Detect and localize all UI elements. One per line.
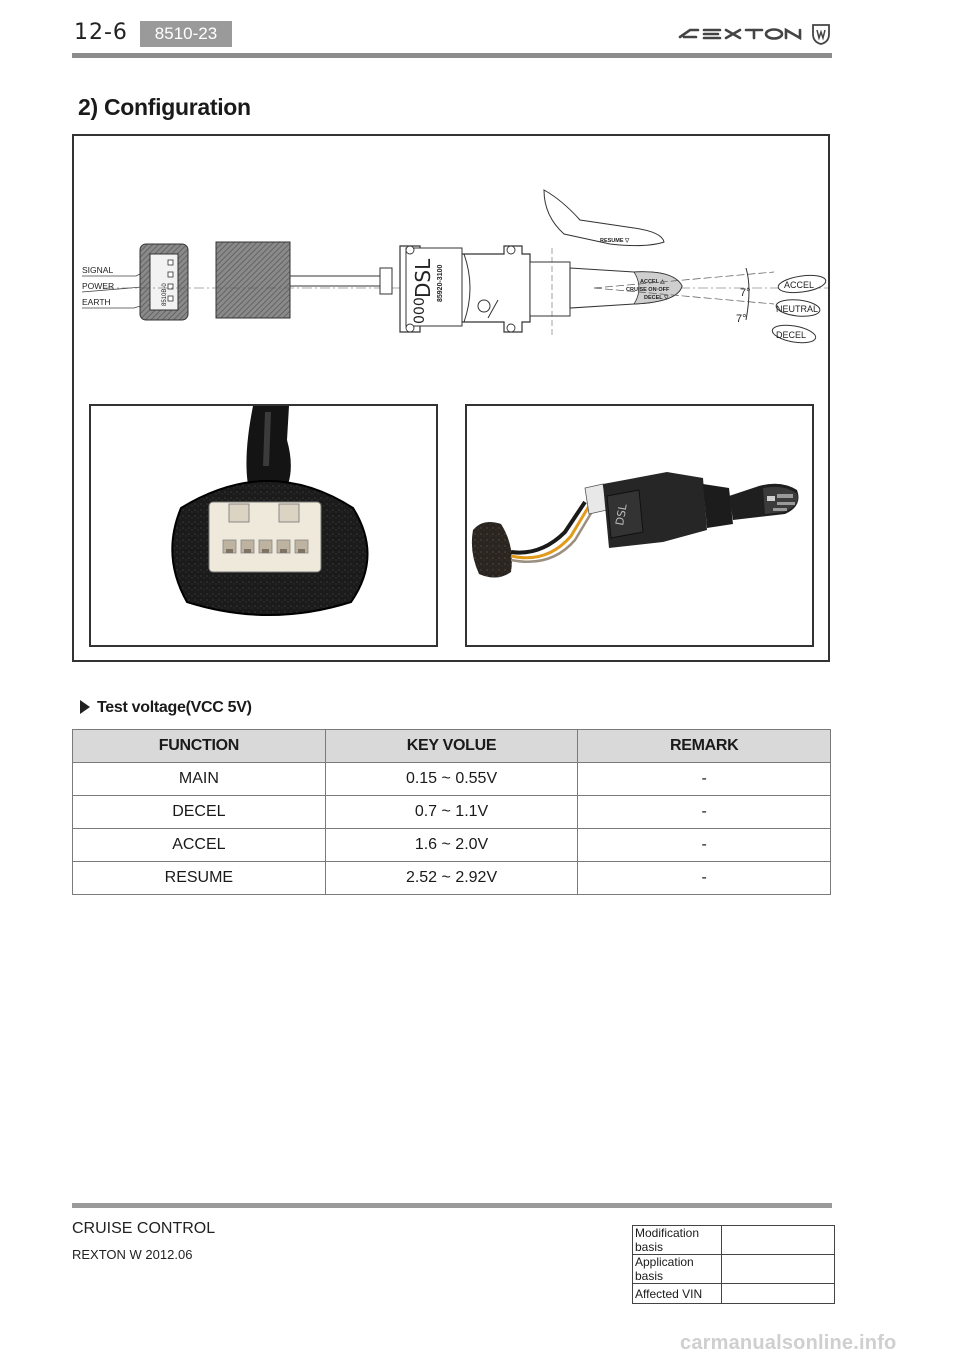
cell-key-value: 0.7 ~ 1.1V bbox=[324, 795, 579, 829]
basis-label: Application basis bbox=[632, 1254, 722, 1284]
cell-key-value: 1.6 ~ 2.0V bbox=[324, 828, 579, 862]
table-row: ACCEL 1.6 ~ 2.0V - bbox=[72, 828, 831, 862]
cell-function: RESUME bbox=[72, 861, 326, 895]
watermark-text: carmanualsonline.info bbox=[680, 1332, 897, 1354]
cell-key-value: 0.15 ~ 0.55V bbox=[324, 762, 579, 796]
pin-label-power: POWER bbox=[82, 281, 114, 291]
triangle-bullet-icon bbox=[80, 700, 90, 714]
basis-row: Application basis bbox=[632, 1254, 835, 1284]
page-number: 12-6 bbox=[74, 20, 128, 45]
ssangyong-emblem-icon bbox=[812, 24, 830, 45]
cell-remark: - bbox=[577, 795, 831, 829]
switch-assembly-photo-icon: DSL bbox=[471, 472, 799, 578]
basis-table: Modification basis Application basis Aff… bbox=[632, 1225, 835, 1304]
cell-function: MAIN bbox=[72, 762, 326, 796]
table-row: RESUME 2.52 ~ 2.92V - bbox=[72, 861, 831, 895]
cell-key-value: 2.52 ~ 2.92V bbox=[324, 861, 579, 895]
position-accel: ACCEL bbox=[784, 280, 814, 290]
pin-label-earth: EARTH bbox=[82, 297, 111, 307]
cell-remark: - bbox=[577, 828, 831, 862]
position-decel: DECEL bbox=[776, 330, 806, 340]
lever-accel-label: ACCEL △ bbox=[640, 278, 665, 285]
cell-function: DECEL bbox=[72, 795, 326, 829]
table-row: MAIN 0.15 ~ 0.55V - bbox=[72, 762, 831, 796]
switch-line-diagram: SIGNAL POWER EARTH 8510B-0 DSL 85920-310… bbox=[81, 189, 828, 344]
test-voltage-table: FUNCTION KEY VOLUE REMARK MAIN 0.15 ~ 0.… bbox=[72, 729, 831, 895]
table-header-row: FUNCTION KEY VOLUE REMARK bbox=[72, 729, 831, 763]
cell-function: ACCEL bbox=[72, 828, 326, 862]
section-code-badge: 8510-23 bbox=[140, 21, 232, 47]
column-header-function: FUNCTION bbox=[72, 729, 326, 763]
switch-brand-text: DSL bbox=[411, 258, 435, 298]
connector-photo-icon bbox=[171, 406, 369, 616]
footer-rule bbox=[72, 1203, 832, 1208]
basis-value bbox=[721, 1283, 835, 1304]
switch-assembly-photo: DSL bbox=[465, 404, 814, 647]
basis-row: Modification basis bbox=[632, 1225, 835, 1255]
configuration-figure: SIGNAL POWER EARTH 8510B-0 DSL 85920-310… bbox=[72, 134, 830, 662]
rexton-logo-icon bbox=[678, 27, 802, 41]
position-neutral: NEUTRAL bbox=[776, 304, 818, 314]
basis-label: Modification basis bbox=[632, 1225, 722, 1255]
photo-brand-text: DSL bbox=[613, 502, 630, 526]
header-rule bbox=[72, 53, 832, 58]
column-header-remark: REMARK bbox=[577, 729, 831, 763]
basis-value bbox=[721, 1254, 835, 1284]
lever-cruise-label: CRUISE ON·OFF bbox=[626, 287, 670, 293]
pin-label-signal: SIGNAL bbox=[82, 265, 113, 275]
table-row: DECEL 0.7 ~ 1.1V - bbox=[72, 795, 831, 829]
lever-decel-label: DECEL ▽ bbox=[644, 295, 669, 301]
section-title: 2) Configuration bbox=[78, 94, 251, 120]
angle-label-bottom: 7° bbox=[736, 313, 747, 325]
footer-model: REXTON W 2012.06 bbox=[72, 1247, 193, 1262]
switch-code-text: 000 bbox=[412, 297, 428, 324]
test-voltage-heading: Test voltage(VCC 5V) bbox=[80, 699, 252, 717]
footer-section-title: CRUISE CONTROL bbox=[72, 1220, 216, 1237]
cell-remark: - bbox=[577, 861, 831, 895]
cell-remark: - bbox=[577, 762, 831, 796]
column-header-key-value: KEY VOLUE bbox=[324, 729, 579, 763]
angle-label-top: 7° bbox=[740, 287, 751, 299]
switch-part-number: 85920-3100 bbox=[437, 265, 444, 302]
test-voltage-heading-text: Test voltage(VCC 5V) bbox=[97, 699, 252, 716]
basis-value bbox=[721, 1225, 835, 1255]
basis-row: Affected VIN bbox=[632, 1283, 835, 1304]
connector-text: 8510B-0 bbox=[162, 283, 168, 306]
basis-label: Affected VIN bbox=[632, 1283, 722, 1304]
lever-resume-label: RESUME ▽ bbox=[600, 238, 630, 244]
connector-photo bbox=[89, 404, 438, 647]
